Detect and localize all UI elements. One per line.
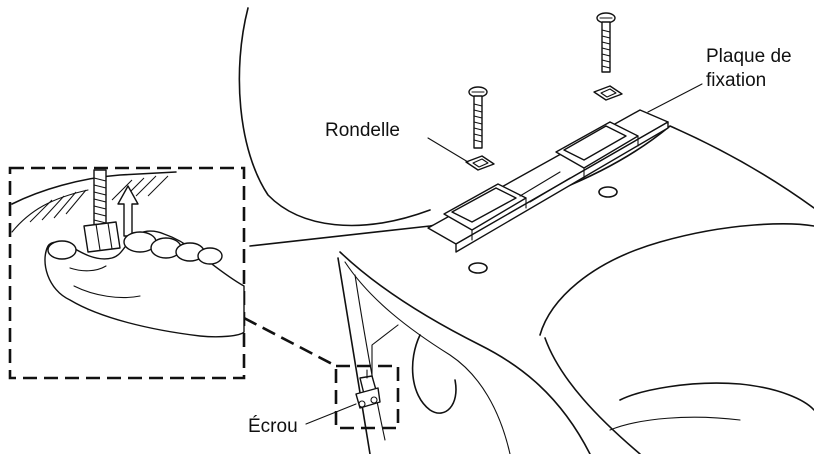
finger-4: [197, 247, 223, 265]
hole-to-nut-leader: [371, 324, 399, 381]
toilet-body: [238, 7, 814, 454]
label-nut: Écrou: [248, 416, 298, 437]
bolt-front: [468, 86, 488, 149]
nut-small: [355, 369, 381, 409]
plate-side: [455, 121, 669, 253]
label-washer: Rondelle: [325, 120, 400, 141]
plate-clip-rear-top: [563, 125, 627, 161]
plate-clip-rear-edge: [583, 135, 639, 179]
plate-clip-front-edge: [471, 197, 527, 241]
hand-tightening-nut: [11, 169, 245, 338]
detail-nut: [83, 221, 121, 253]
label-mounting-plate-line2: fixation: [706, 70, 766, 91]
trapway-bump: [411, 334, 457, 414]
mounting-plate: [427, 109, 669, 253]
leader-nut: [305, 403, 357, 425]
washer-rear: [593, 85, 623, 101]
plate-clip-front-top: [451, 187, 517, 223]
washer-front: [465, 155, 495, 171]
leader-washer: [427, 137, 469, 163]
bowl-skirt-inner: [354, 274, 386, 441]
bowl-underside-hatch: [11, 171, 177, 233]
bowl-inner-edge: [544, 337, 641, 454]
thumb: [47, 240, 77, 260]
leader-mounting-plate: [647, 83, 703, 113]
toilet-tank-outline: [238, 7, 431, 227]
detail-connector: [243, 316, 337, 368]
bolt-rear-shank: [601, 21, 611, 73]
hand-detail-box: [8, 166, 246, 380]
label-mounting-plate-line1: Plaque de: [706, 46, 792, 67]
bowl-right-side: [619, 382, 814, 411]
bowl-inner-shadow: [609, 416, 741, 431]
plate-middle-rib: [519, 171, 571, 203]
tighten-arrow-icon: [117, 185, 139, 237]
nut-detail-box-small: [334, 364, 400, 430]
mounting-hole-front: [468, 262, 488, 274]
bowl-skirt: [337, 257, 371, 454]
bowl-front-rim: [339, 251, 591, 454]
mounting-hole-rear: [598, 186, 618, 198]
bolt-rear: [596, 12, 616, 73]
bowl-rim-lower: [344, 261, 511, 454]
bowl-opening: [539, 223, 814, 336]
